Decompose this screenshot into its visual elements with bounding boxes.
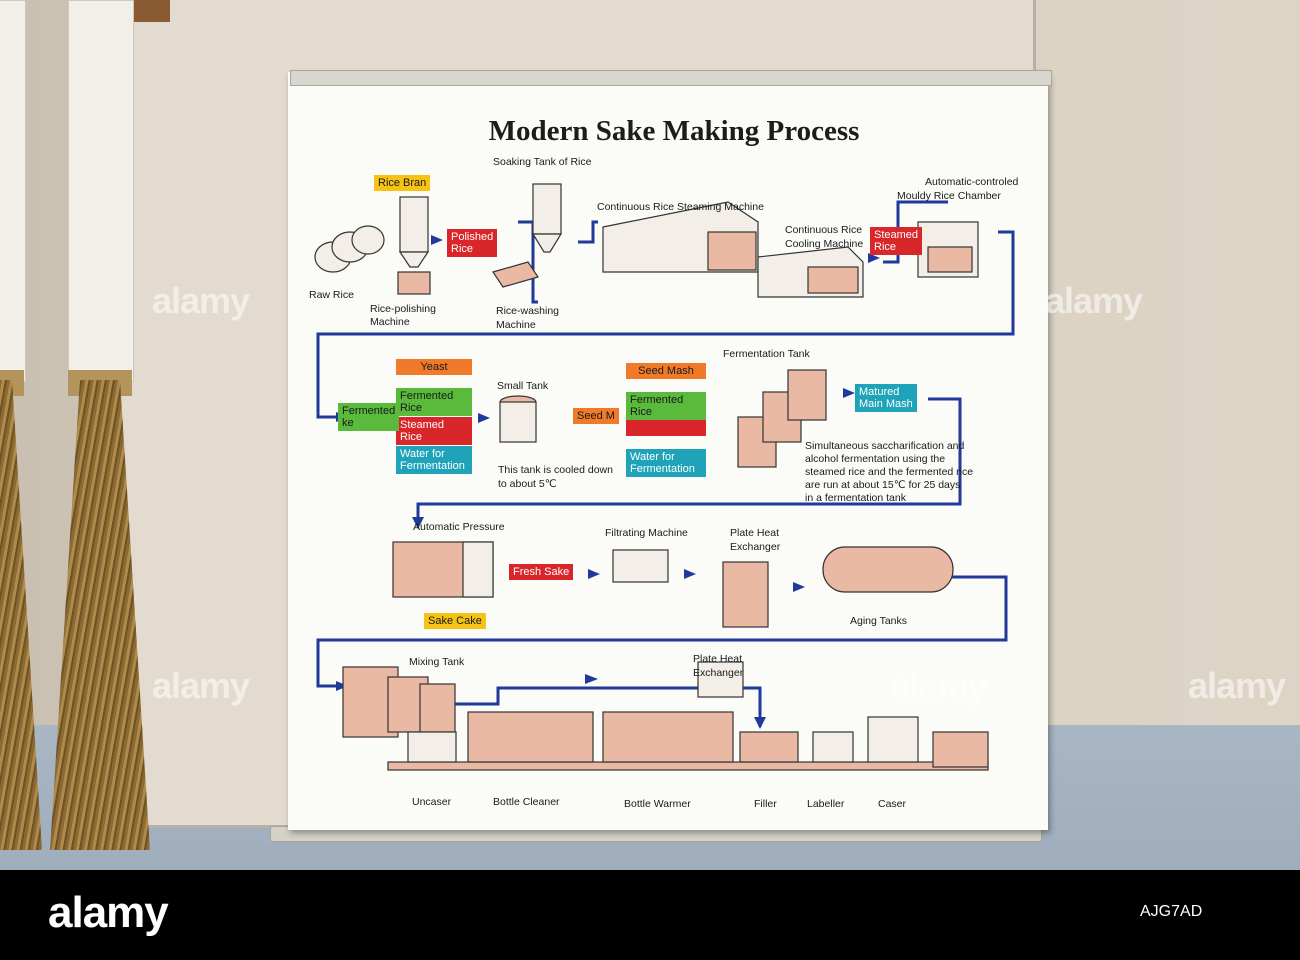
label-ferm-note-5: in a fermentation tank: [805, 492, 906, 504]
mouldy-rice-chamber-icon: [917, 221, 979, 278]
plate-heat-exchanger-icon: [722, 561, 769, 628]
bottling-line-icon: [387, 711, 989, 771]
label-mixing-tank: Mixing Tank: [409, 656, 465, 668]
footer-bar: [0, 870, 1300, 960]
tag-fermented-rice-b: Fermented Rice: [626, 392, 706, 420]
watermark-right-top: alamy: [1045, 280, 1143, 321]
process-diagram: [314, 183, 1015, 771]
tag-sake-cake: Sake Cake: [424, 613, 486, 629]
tag-water-b-line1: Water for: [630, 451, 675, 463]
label-ferm-note-3: steamed rice and the fermented rice: [805, 466, 974, 478]
flow-lines: [316, 200, 1015, 727]
label-ferm-note-4: are run at about 15℃ for 25 days: [805, 479, 961, 491]
footer-logo: alamy: [48, 888, 169, 937]
label-washing-1: Rice-washing: [496, 305, 560, 317]
tag-seed-mash-small: Seed M: [573, 408, 619, 424]
tag-matured-line2: Main Mash: [859, 398, 913, 410]
label-washing-2: Machine: [496, 319, 536, 331]
label-aging-tanks: Aging Tanks: [850, 615, 908, 627]
wooden-beam: [130, 0, 170, 22]
tag-seed-mash: Seed Mash: [626, 363, 706, 379]
soaking-tank-icon: [531, 183, 563, 253]
label-polishing-1: Rice-polishing: [370, 303, 436, 315]
small-tank-icon: [499, 395, 537, 443]
tag-polished-rice-line1: Polished: [451, 231, 494, 243]
label-raw-rice: Raw Rice: [309, 289, 354, 301]
label-bottle-warmer: Bottle Warmer: [624, 798, 691, 810]
label-cooling-2: Cooling Machine: [785, 238, 864, 250]
tag-steamed-rice-b: [626, 420, 706, 436]
tag-matured-line1: Matured: [859, 386, 900, 398]
tag-water-b-line2: Fermentation: [630, 463, 695, 475]
footer-image-id: AJG7AD: [1140, 903, 1203, 920]
rice-washing-machine-icon: [492, 261, 539, 288]
aging-tanks-icon: [822, 546, 954, 593]
filtrating-machine-icon: [612, 549, 669, 583]
tag-fermented-sake-line2: ke: [342, 417, 354, 429]
label-small-tank: Small Tank: [497, 380, 549, 392]
tag-steamed-rice-a: Steamed Rice: [396, 417, 472, 445]
rice-polishing-machine-icon: [397, 196, 431, 295]
tag-water-a-line1: Water for: [400, 448, 445, 460]
poster-title: Modern Sake Making Process: [488, 115, 860, 147]
label-caser: Caser: [878, 798, 907, 810]
label-labeller: Labeller: [807, 798, 845, 810]
cooling-machine-icon: [757, 246, 864, 298]
label-tank-note-2: to about 5℃: [498, 478, 557, 490]
tag-fresh-sake: Fresh Sake: [509, 564, 574, 580]
label-polishing-2: Machine: [370, 316, 410, 328]
label-soaking-tank: Soaking Tank of Rice: [493, 156, 592, 168]
label-fermentation-tank: Fermentation Tank: [723, 348, 810, 360]
tag-steamed-rice-line2: Rice: [874, 241, 897, 253]
label-plate-heat-2: Exchanger: [730, 541, 781, 553]
tag-steamed-rice-line1: Steamed: [874, 229, 919, 241]
fermentation-tanks-icon: [737, 369, 827, 468]
label-bottle-cleaner: Bottle Cleaner: [493, 796, 560, 808]
watermark-left-top: alamy: [152, 280, 250, 321]
machine-illustrations: [314, 183, 989, 771]
watermark-center-bottom: alamy: [890, 665, 988, 706]
label-filtrating-machine: Filtrating Machine: [605, 527, 688, 539]
tag-fermented-sake-line1: Fermented: [342, 405, 396, 417]
label-ferm-note-1: Simultaneous saccharification and: [805, 440, 965, 452]
watermark-left-bottom: alamy: [152, 665, 250, 706]
label-plate-heat-b-2: Exchanger: [693, 667, 744, 679]
raw-rice-bales-icon: [314, 225, 385, 273]
steaming-machine-icon: [602, 201, 759, 273]
tag-polished-rice-line2: Rice: [451, 243, 474, 255]
label-steaming-machine: Continuous Rice Steaming Machine: [597, 201, 764, 213]
mixing-tank-icon: [342, 666, 456, 738]
label-cooling-1: Continuous Rice: [785, 224, 863, 236]
label-filler: Filler: [754, 798, 777, 810]
tag-fermented-rice-a: Fermented Rice: [396, 388, 472, 416]
tag-yeast: Yeast: [396, 359, 472, 375]
label-mouldy-chamber-2: Mouldy Rice Chamber: [897, 190, 1001, 202]
tag-rice-bran: Rice Bran: [374, 175, 431, 191]
label-plate-heat-1: Plate Heat: [730, 527, 780, 539]
label-uncaser: Uncaser: [412, 796, 452, 808]
label-ferm-note-2: alcohol fermentation using the: [805, 453, 946, 465]
label-plate-heat-b-1: Plate Heat: [693, 653, 743, 665]
watermark-right-bottom: alamy: [1188, 665, 1286, 706]
board-top-rail: [290, 70, 1052, 86]
label-mouldy-chamber-1: Automatic-controled: [925, 176, 1019, 188]
automatic-pressure-icon: [392, 541, 494, 598]
tag-water-a-line2: Fermentation: [400, 460, 465, 472]
plate-heat-exchanger-2-icon: [697, 661, 744, 698]
label-automatic-pressure: Automatic Pressure: [413, 521, 505, 533]
label-tank-note-1: This tank is cooled down: [498, 464, 613, 476]
